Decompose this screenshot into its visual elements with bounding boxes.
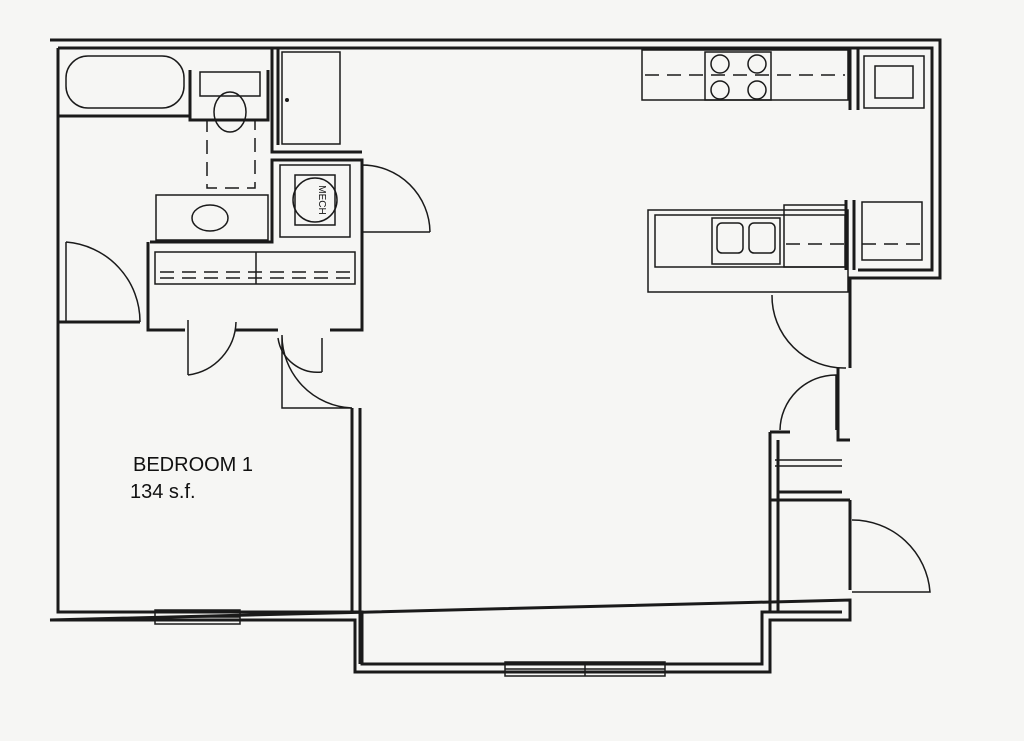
refrigerator [863, 55, 925, 109]
door-swing [851, 519, 931, 593]
burner-icon [710, 80, 730, 100]
bathtub-icon [65, 55, 185, 109]
range [704, 51, 772, 101]
doors [65, 164, 931, 593]
bathroom-fixtures [65, 55, 269, 241]
mech-label: MECH [316, 185, 327, 214]
dishwasher [783, 204, 847, 268]
door-swing [281, 334, 353, 409]
closets [154, 51, 842, 467]
door-swing [361, 164, 431, 233]
sink-icon [191, 204, 229, 232]
kitchen [641, 49, 925, 293]
mech-unit: MECH [279, 164, 351, 238]
toilet-icon [213, 91, 247, 133]
kitchen-sink-icon [711, 217, 781, 265]
kitchen-island [647, 209, 849, 293]
door-swing [771, 294, 847, 369]
burner-icon [710, 54, 730, 74]
burner-icon [747, 54, 767, 74]
door-swing [187, 320, 237, 376]
room-area-bedroom-1: 134 s.f. [130, 481, 196, 503]
door-swing [779, 374, 837, 431]
windows [154, 609, 666, 677]
door-swing [65, 241, 141, 323]
washer-dryer [861, 201, 923, 261]
burner-icon [747, 80, 767, 100]
room-name-bedroom-1: BEDROOM 1 [133, 454, 253, 476]
toilet-tank-icon [199, 71, 261, 97]
interior-walls [58, 48, 860, 664]
vanity [155, 194, 269, 241]
exterior-walls [49, 38, 942, 674]
